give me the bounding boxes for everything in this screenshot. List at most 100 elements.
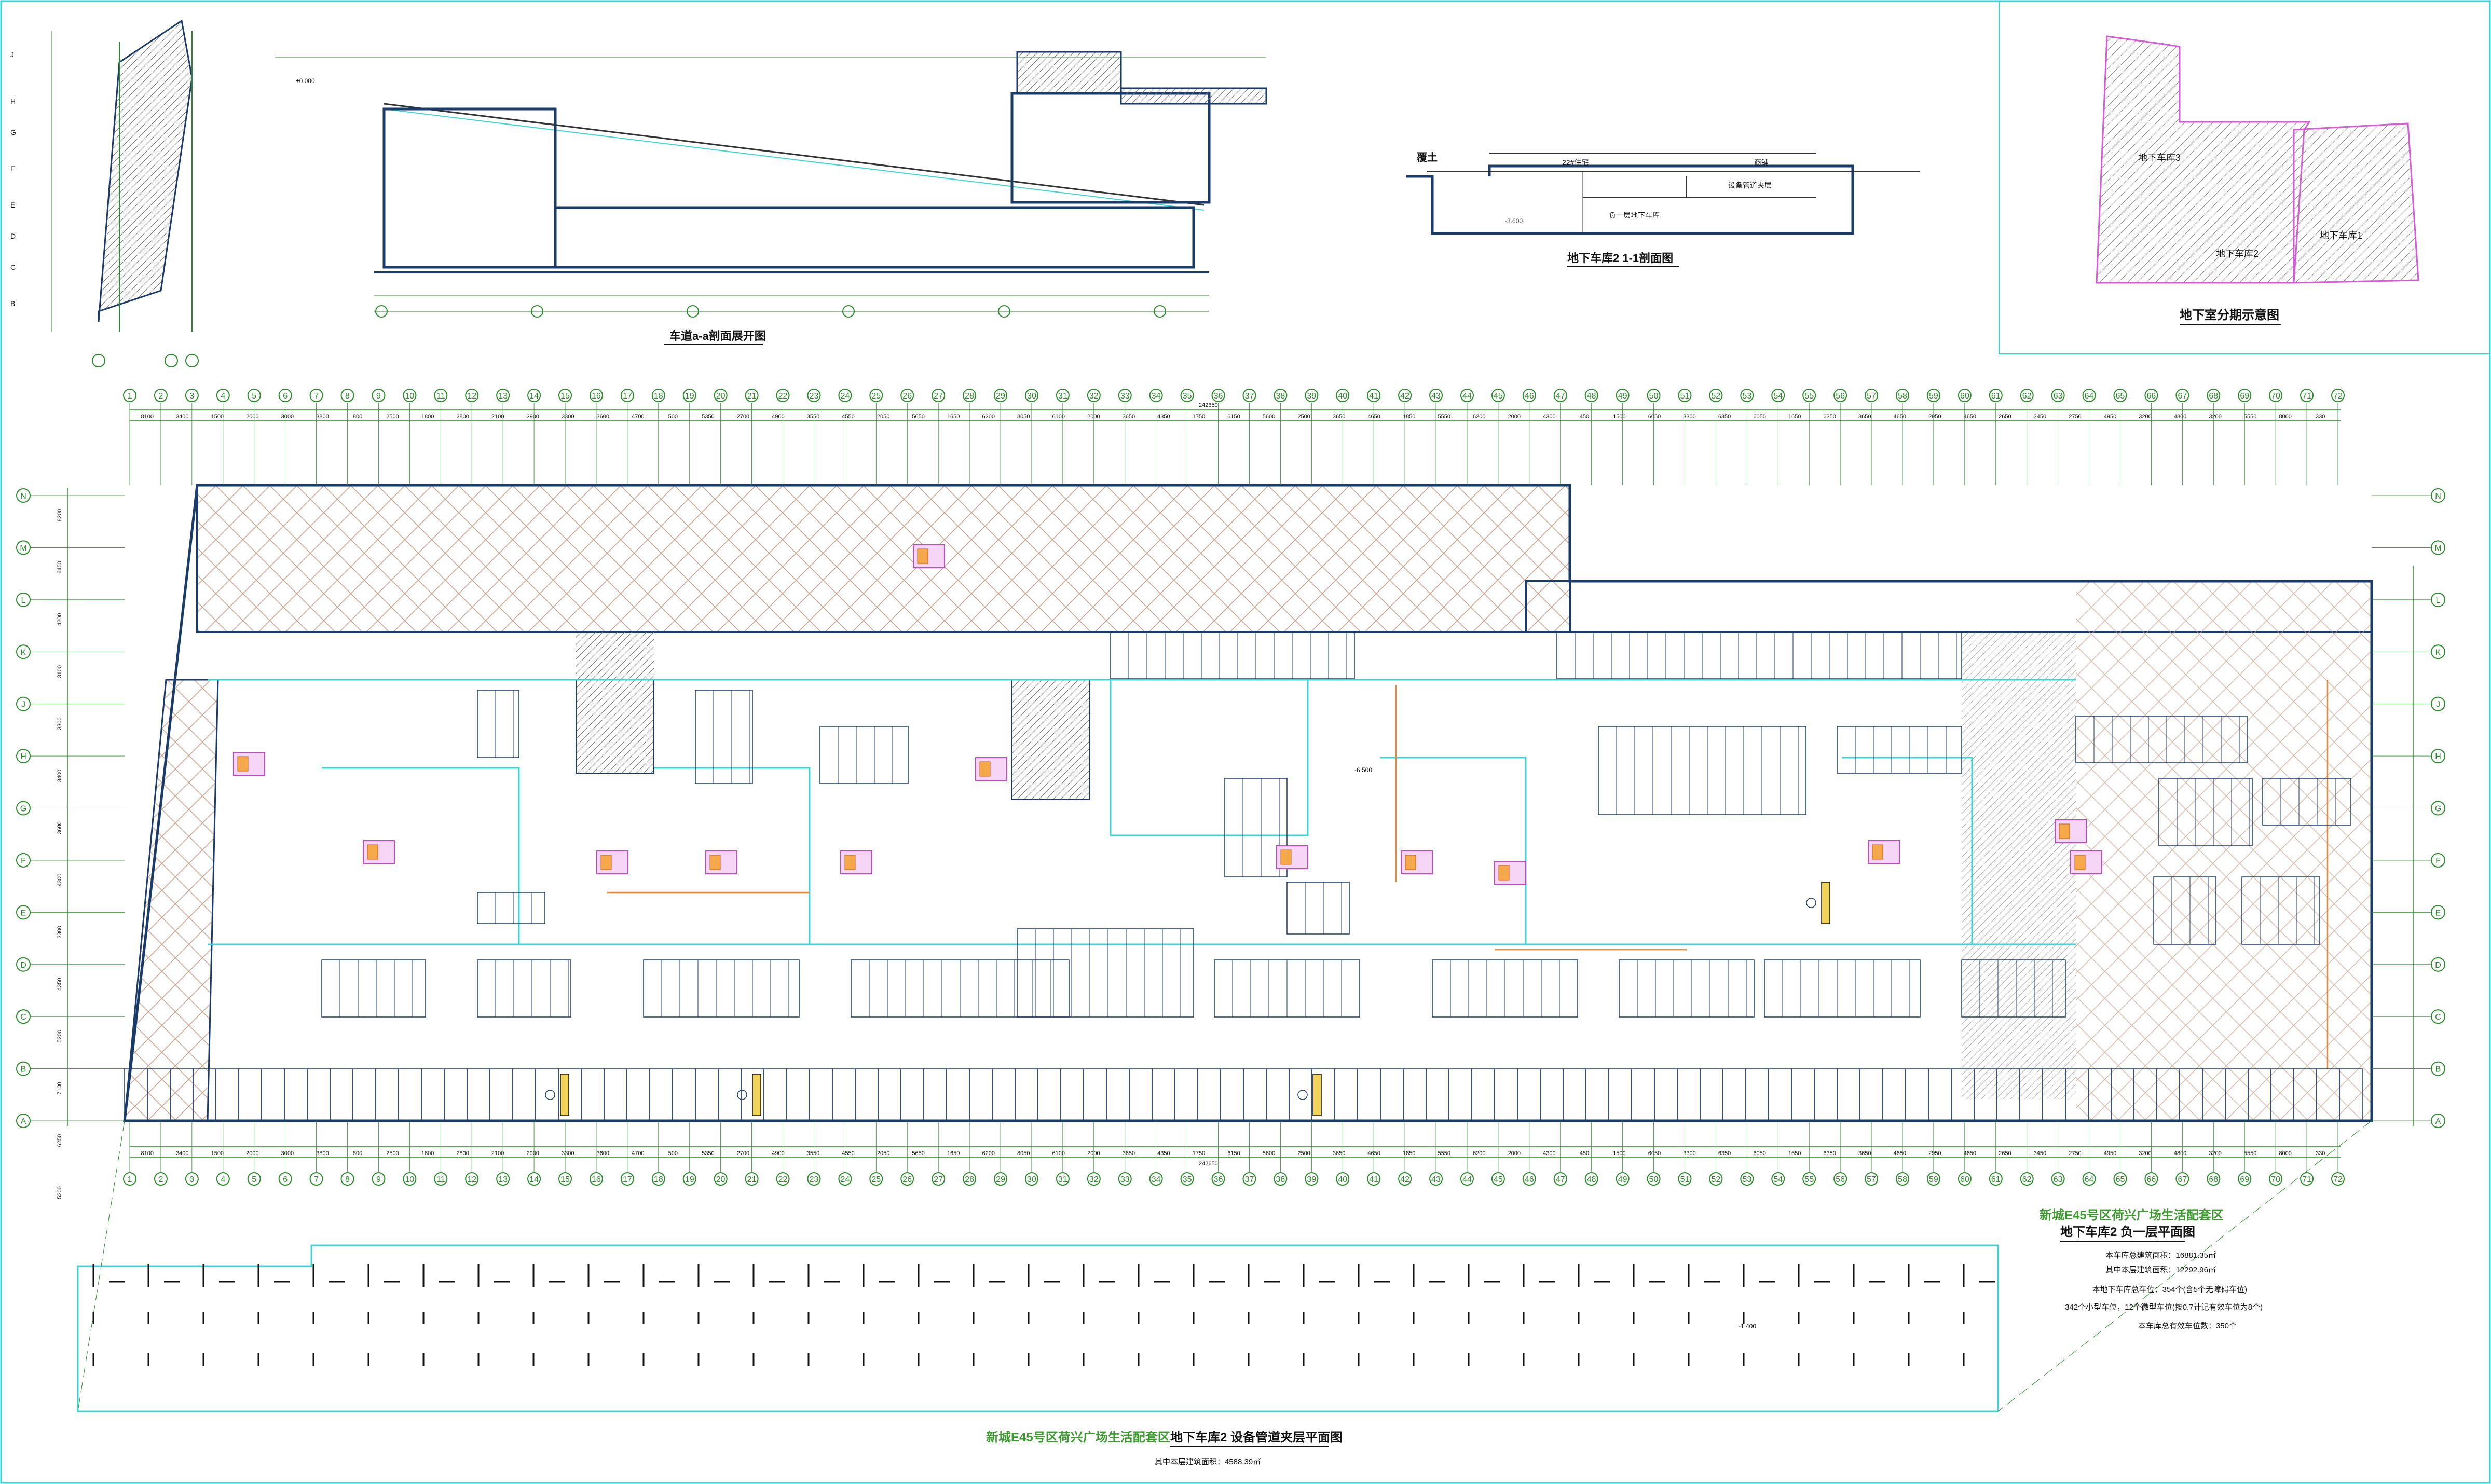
grid-bubble-label: 58 xyxy=(1898,1175,1907,1184)
dimension-text: 3650 xyxy=(1123,1150,1135,1157)
grid-bubble-label: 70 xyxy=(2271,392,2280,401)
row-bubble-label: K xyxy=(21,648,26,657)
stat-space-types: 342个小型车位，12个微型车位(按0.7计记有效车位为8个) xyxy=(2065,1303,2263,1312)
grid-bubble-label: 33 xyxy=(1120,392,1130,401)
dimension-text: 1500 xyxy=(211,1150,224,1157)
grid-bubble-label: 32 xyxy=(1089,1175,1099,1184)
grid-bubble xyxy=(2051,1172,2065,1186)
dimension-text: 6050 xyxy=(1753,414,1765,420)
parking-stall xyxy=(832,1068,856,1121)
grid-bubble xyxy=(154,389,168,402)
grid-bubble xyxy=(340,1172,354,1186)
parking-stall xyxy=(1015,1068,1038,1121)
grid-bubble xyxy=(1056,1172,1070,1186)
grid-bubble xyxy=(1367,389,1381,402)
dimension-text: 450 xyxy=(1580,1150,1589,1157)
stair-core xyxy=(913,544,945,568)
dimension-text: 1750 xyxy=(1193,414,1205,420)
grid-bubble xyxy=(682,1172,696,1186)
svg-text:B: B xyxy=(10,299,15,308)
grid-bubble xyxy=(558,1172,572,1186)
dimension-text: 4650 xyxy=(1367,414,1380,420)
stair-core xyxy=(363,840,395,864)
grid-bubble-label: 64 xyxy=(2085,1175,2094,1184)
grid-bubble xyxy=(1678,1172,1692,1186)
grid-bubble xyxy=(216,1172,230,1186)
dimension-text: 4900 xyxy=(772,1150,784,1157)
grid-bubble xyxy=(714,1172,728,1186)
dimension-text: 3000 xyxy=(281,414,294,420)
core-fill xyxy=(917,548,928,564)
parking-block xyxy=(321,959,426,1018)
grid-bubble-label: 41 xyxy=(1369,1175,1378,1184)
grid-bubble xyxy=(434,1172,448,1186)
grid-bubble xyxy=(1616,1172,1630,1186)
grid-bubble-label: 40 xyxy=(1338,1175,1347,1184)
phase-1-label: 地下车库1 xyxy=(2320,230,2362,241)
parking-block xyxy=(1837,726,1962,774)
grid-bubble xyxy=(1709,1172,1723,1186)
parking-block-outline xyxy=(819,726,909,784)
dimension-text: 8000 xyxy=(2279,1150,2291,1157)
grid-bubble-label: 55 xyxy=(1804,392,1814,401)
parking-stall xyxy=(1837,1068,1860,1121)
parking-block xyxy=(477,690,519,758)
parking-stall xyxy=(1745,1068,1769,1121)
parking-stall xyxy=(1928,1068,1952,1121)
grid-bubble xyxy=(1087,1172,1101,1186)
grid-bubble xyxy=(1771,1172,1785,1186)
grid-bubble-label: 43 xyxy=(1431,1175,1441,1184)
parking-stall xyxy=(1289,1068,1312,1121)
dimension-text: 8000 xyxy=(2279,414,2291,420)
grid-bubble xyxy=(1024,1172,1038,1186)
grid-bubble xyxy=(1336,389,1350,402)
grid-bubble-label: 53 xyxy=(1742,1175,1751,1184)
parking-block xyxy=(1556,631,1962,679)
parking-stall xyxy=(855,1068,879,1121)
parking-block-outline xyxy=(2153,876,2216,945)
grid-bubble xyxy=(2207,389,2221,402)
grid-bubble-label: 56 xyxy=(1836,1175,1845,1184)
parking-stall xyxy=(1471,1068,1495,1121)
parking-stall xyxy=(992,1068,1016,1121)
dimension-text: 8100 xyxy=(141,1150,154,1157)
grid-bubble xyxy=(2269,1172,2283,1186)
grid-bubble-label: 42 xyxy=(1400,1175,1409,1184)
parking-stall xyxy=(1563,1068,1586,1121)
dimension-text: 2900 xyxy=(526,414,539,420)
parking-stall xyxy=(1197,1068,1221,1121)
grid-bubble xyxy=(2238,1172,2252,1186)
grid-bubble xyxy=(1305,1172,1319,1186)
parking-stall xyxy=(1060,1068,1084,1121)
parking-stall xyxy=(786,1068,810,1121)
grid-bubble-label: 25 xyxy=(871,392,881,401)
parking-stall xyxy=(307,1068,331,1121)
dimension-text: 6350 xyxy=(1823,414,1836,420)
parking-block xyxy=(2262,778,2351,826)
row-bubble-label: K xyxy=(2435,648,2441,657)
parking-block-outline xyxy=(1556,631,1962,679)
grid-bubble-label: 26 xyxy=(902,1175,912,1184)
row-dimension-text: 3600 xyxy=(57,821,63,834)
grid-bubble-label: 62 xyxy=(2022,392,2032,401)
grid-bubble-label: 7 xyxy=(314,1175,319,1184)
parking-stall xyxy=(1334,1068,1358,1121)
parking-stall xyxy=(878,1068,901,1121)
dimension-text: 2050 xyxy=(877,1150,889,1157)
parking-stall xyxy=(1540,1068,1564,1121)
grid-bubble-label: 38 xyxy=(1276,1175,1285,1184)
grid-bubble xyxy=(651,389,665,402)
grid-bubble xyxy=(2113,389,2127,402)
dimension-text: 5350 xyxy=(702,1150,714,1157)
grid-bubble xyxy=(1989,389,2003,402)
parking-block-outline xyxy=(2262,778,2351,826)
grid-bubble xyxy=(1087,389,1101,402)
grid-bubble-label: 47 xyxy=(1556,392,1565,401)
grid-bubble xyxy=(1274,389,1288,402)
grid-bubble xyxy=(1584,389,1598,402)
parking-stall xyxy=(375,1068,399,1121)
grid-bubble xyxy=(496,389,510,402)
grid-bubble xyxy=(1584,1172,1598,1186)
parking-stall xyxy=(1791,1068,1815,1121)
